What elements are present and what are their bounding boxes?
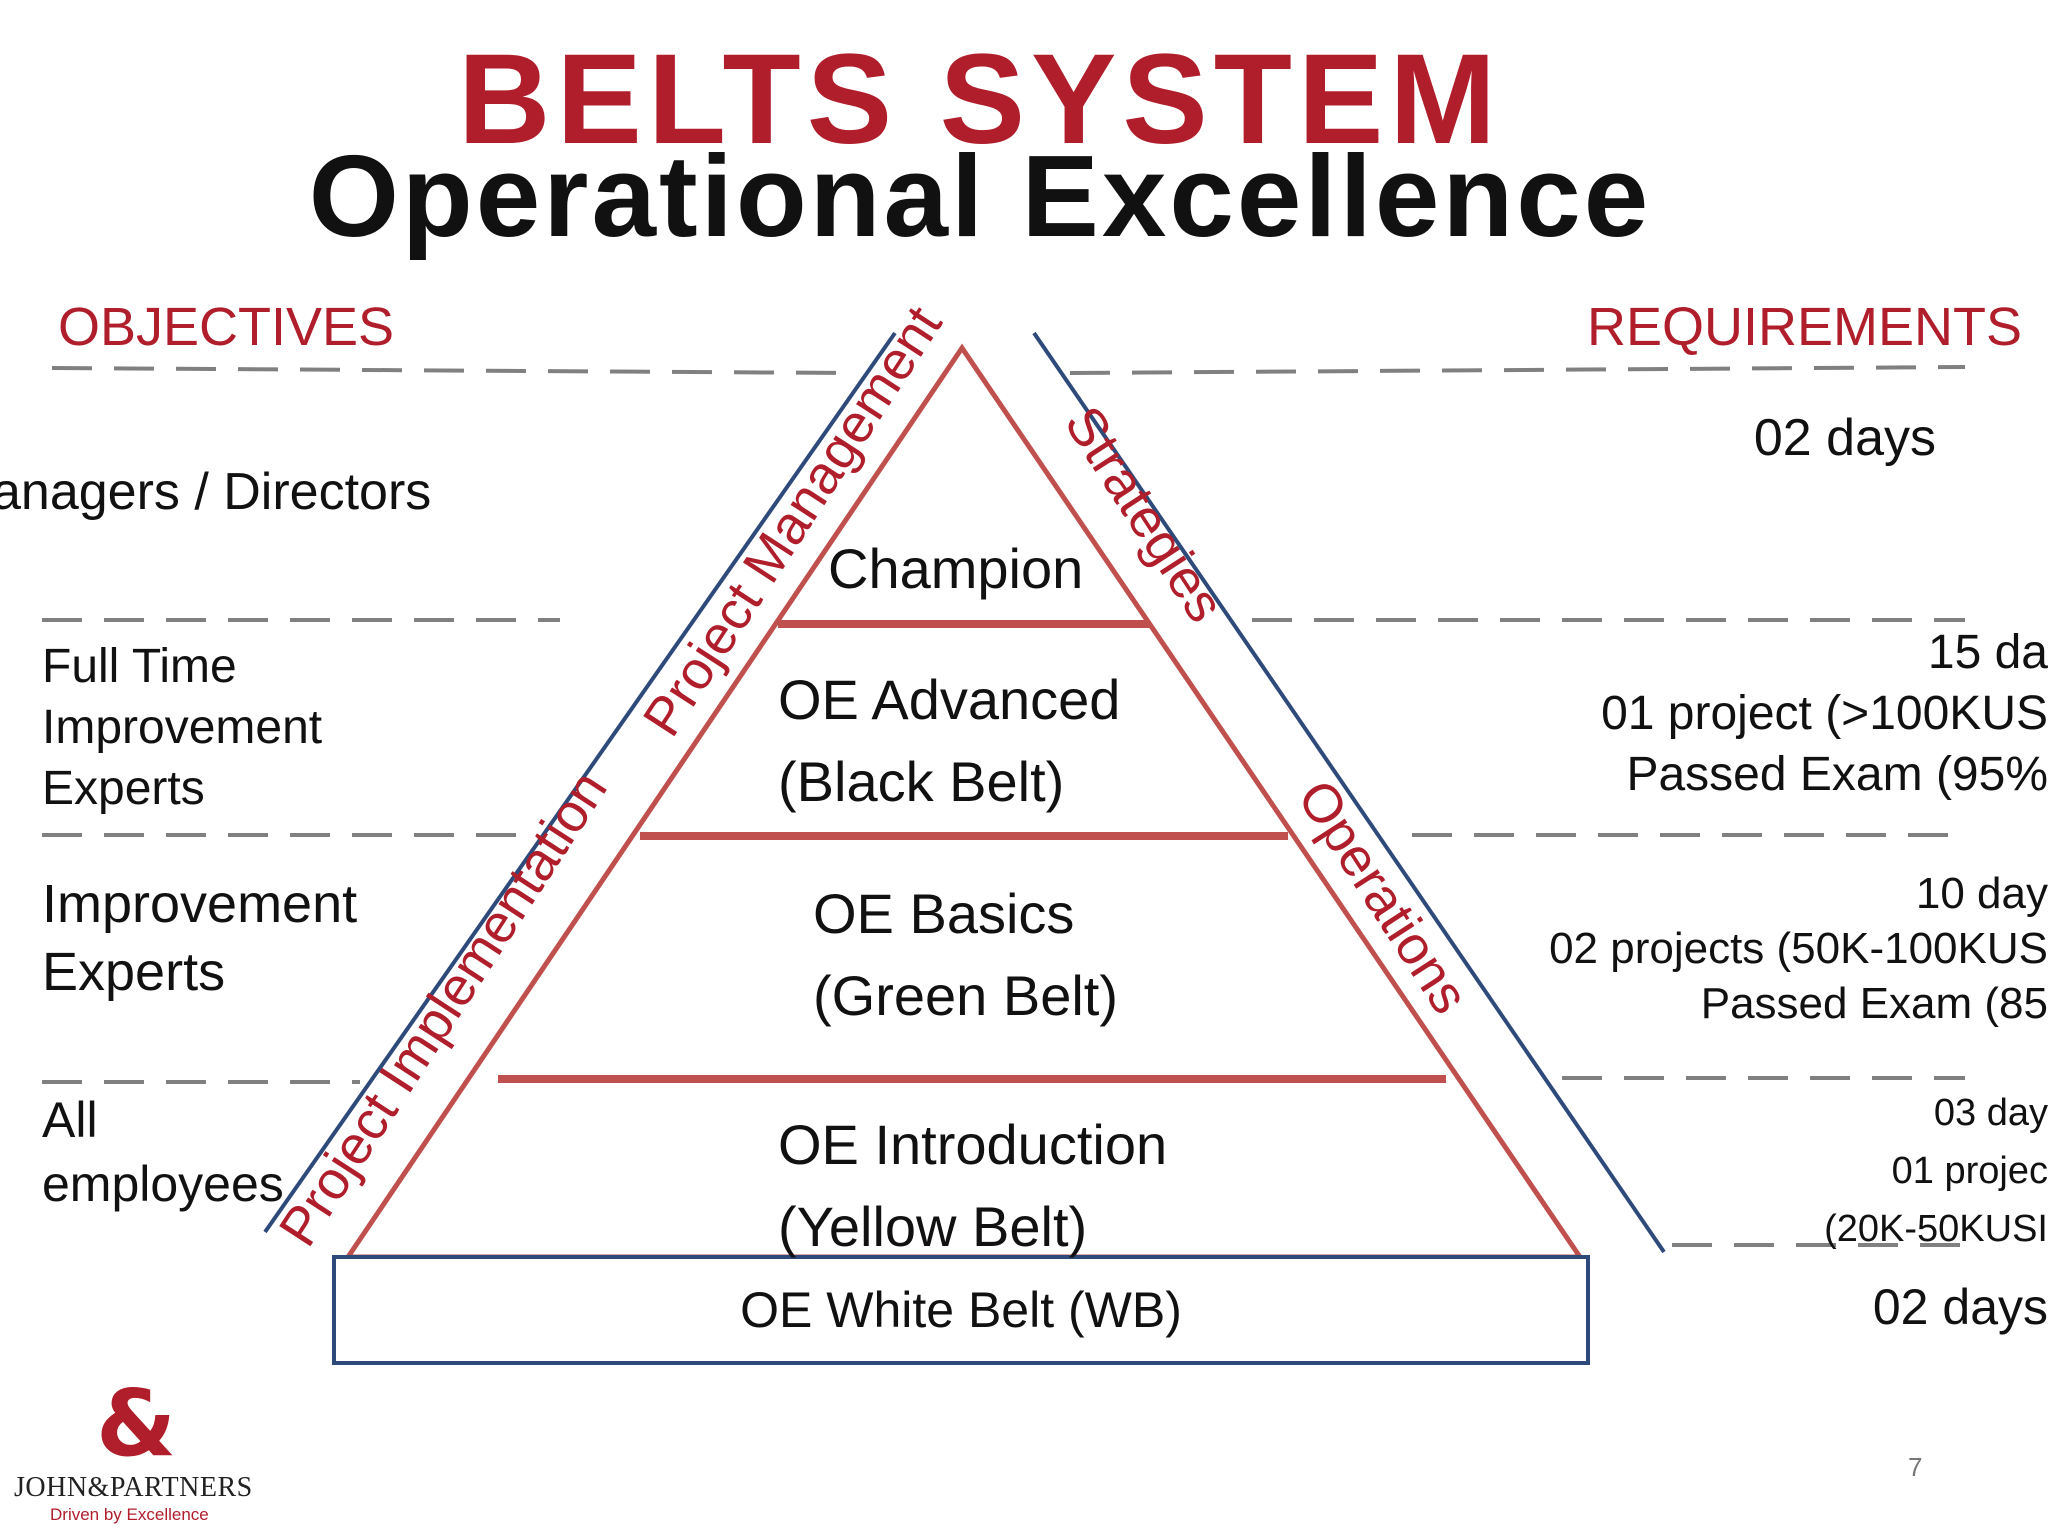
level-sublabel: (Green Belt) (813, 964, 1118, 1027)
objective-text: Improvement (42, 874, 358, 934)
objective-text: anagers / Directors (0, 463, 432, 521)
separator-line (1069, 365, 1966, 375)
level-black-belt: OE Advanced (Black Belt) (778, 659, 1120, 823)
operations-label: Operations (1286, 770, 1480, 1024)
level-label: OE Basics (813, 882, 1075, 945)
requirement-champion: 02 days (1754, 408, 1936, 469)
requirements-header: REQUIREMENTS (1586, 297, 2022, 357)
requirement-text: 01 projec (1891, 1150, 2048, 1192)
requirement-text: 02 days (1753, 409, 1936, 467)
frame-line-right (1032, 331, 1666, 1254)
requirement-text: (20K-50KUSI (1824, 1208, 2048, 1250)
requirement-black-belt: 15 da 01 project (>100KUS Passed Exam (9… (1601, 622, 2048, 805)
objective-text: Improvement (42, 701, 323, 754)
page-number: 7 (1908, 1452, 1923, 1482)
level-label: OE Advanced (778, 668, 1121, 731)
requirement-text: Passed Exam (85 (1700, 979, 2048, 1028)
objective-black-belt: Full Time Improvement Experts (42, 636, 322, 819)
logo-tagline: Driven by Excellence (50, 1505, 209, 1524)
slide-subtitle: Operational Excellence (308, 131, 1652, 261)
requirement-text: 02 projects (50K-100KUS (1549, 924, 2048, 973)
objective-text: Full Time (42, 640, 237, 693)
requirement-white-belt: 02 days (1873, 1277, 2048, 1338)
requirement-text: Passed Exam (95% (1626, 748, 2048, 801)
slide-title: BELTS SYSTEM (458, 28, 1502, 171)
objective-text: Experts (42, 762, 205, 815)
level-green-belt: OE Basics (Green Belt) (813, 873, 1118, 1037)
level-yellow-belt: OE Introduction (Yellow Belt) (778, 1104, 1167, 1268)
level-label: Champion (828, 537, 1084, 600)
white-belt-box (332, 1255, 1590, 1365)
requirement-text: 03 day (1933, 1092, 2048, 1134)
requirement-yellow-belt: 03 day 01 projec (20K-50KUSI (1824, 1084, 2048, 1258)
level-champion: Champion (828, 528, 1083, 610)
logo-brand: JOHN&PARTNERS (14, 1472, 253, 1503)
objective-text: All (42, 1092, 98, 1148)
objective-yellow-belt: All employees (42, 1088, 284, 1216)
level-white-belt: OE White Belt (WB) (740, 1282, 1182, 1338)
objective-text: employees (42, 1156, 284, 1212)
level-sublabel: (Black Belt) (778, 750, 1065, 813)
ampersand-logo-icon: & (96, 1370, 177, 1477)
requirement-green-belt: 10 day 02 projects (50K-100KUS Passed Ex… (1549, 866, 2048, 1031)
separator-lines (42, 365, 1966, 1247)
objective-green-belt: Improvement Experts (42, 870, 357, 1006)
requirement-text: 15 da (1927, 626, 2048, 679)
objective-text: Experts (42, 942, 226, 1002)
objectives-header: OBJECTIVES (58, 297, 395, 357)
level-label: OE Introduction (778, 1113, 1168, 1176)
separator-line (51, 366, 851, 375)
frame-line-left (263, 331, 897, 1234)
level-sublabel: (Yellow Belt) (778, 1195, 1088, 1258)
objective-champion: anagers / Directors (0, 462, 431, 523)
requirement-text: 02 days (1872, 1279, 2048, 1335)
requirement-text: 01 project (>100KUS (1601, 687, 2048, 740)
requirement-text: 10 day (1915, 869, 2048, 918)
